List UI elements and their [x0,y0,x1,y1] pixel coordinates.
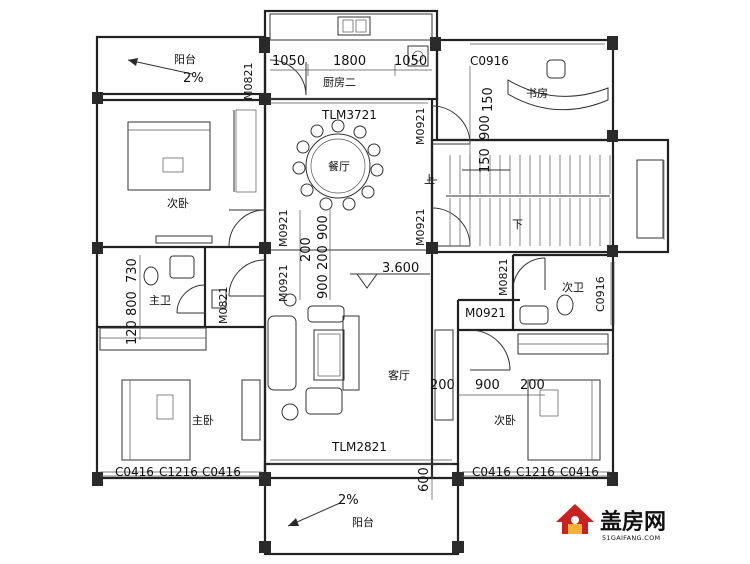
dim-800: 800 [125,291,140,316]
room-bedroom-right: 次卧 [494,413,516,427]
dim-150-stair: 150 [478,148,493,173]
living-sofa [267,293,454,421]
code-tlm2821: TLM2821 [331,440,387,454]
code-c0916-study: C0916 [470,54,509,68]
dim-900-b: 900 [316,274,331,299]
room-kitchen: 厨房二 [323,76,356,89]
master-bed [99,327,261,461]
code-c1216-right: C1216 [516,465,555,479]
dim-600: 600 [417,467,432,492]
dim-900-a: 900 [316,215,331,240]
room-balcony-top: 阳台 [174,52,196,66]
code-c1216-left: C1216 [159,465,198,479]
dim-200-b: 200 [316,245,331,270]
elevation-label: 3.600 [382,261,419,276]
dim-200-a: 200 [299,237,314,262]
room-labels: 阳台 厨房二 书房 餐厅 次卧 主卫 客厅 主卧 次卫 次卧 阳台 上 下 [149,52,584,529]
room-bath-right: 次卫 [562,280,584,294]
dim-120: 120 [125,320,140,345]
master-bath-fixtures [143,255,227,309]
code-m0921-study: M0921 [414,108,427,146]
dimension-labels: 1050 1800 1050 3.600 200 900 200 150 900… [125,54,545,492]
code-m0821-master: M0821 [217,287,230,325]
inner-walls [97,98,613,478]
code-c0416-left-1: C0416 [115,465,154,479]
code-c0416-left-2: C0416 [202,465,241,479]
room-study: 书房 [526,87,548,100]
stair-down-label: 下 [512,218,523,231]
windows [100,43,665,477]
dining-table [292,119,384,211]
room-dining: 餐厅 [328,159,350,173]
dim-900-h: 900 [475,378,500,393]
code-m0821-top: M0821 [242,63,255,101]
study-desk [507,59,609,111]
bath-right-fixtures [519,294,574,325]
dim-150-top: 150 [481,87,496,112]
bed-left [127,109,257,244]
dim-730: 730 [125,258,140,283]
site-logo: 盖房网 51GAIFANG.COM [556,504,666,542]
room-master-bedroom: 主卧 [192,414,214,427]
dim-kitchen-left: 1050 [272,54,305,69]
code-tlm3721: TLM3721 [321,108,377,122]
room-balcony-bottom: 阳台 [352,515,374,529]
dim-kitchen-right: 1050 [394,54,427,69]
slope-bottom: 2% [338,493,359,508]
dim-200-h1: 200 [430,378,455,393]
slope-arrows [127,58,341,527]
room-master-bath: 主卫 [149,294,171,307]
dim-200-h2: 200 [520,378,545,393]
code-m0921-stair: M0921 [414,209,427,247]
dimension-lines [139,64,545,500]
code-c0416-right-2: C0416 [560,465,599,479]
logo-name: 盖房网 [600,509,666,535]
kitchen-counter [269,13,433,67]
slope-top: 2% [183,71,204,86]
code-m0921-right: M0921 [465,306,506,320]
bed-right [517,333,609,461]
code-m0921-dining: M0921 [277,210,290,248]
stair-up-label: 上 [424,173,435,186]
stairs [427,155,664,246]
dim-900-study: 900 [478,115,493,140]
dim-kitchen-mid: 1800 [333,54,366,69]
code-c0916-bath: C0916 [594,276,607,312]
component-codes: C0916 TLM3721 M0921 TLM2821 C0416 C1216 … [115,54,607,479]
code-m0821-right: M0821 [497,259,510,297]
doors [176,59,546,371]
slope-labels: 2% 2% [183,71,359,508]
room-living: 客厅 [388,368,410,382]
code-c0416-right-1: C0416 [472,465,511,479]
code-m0921-living: M0921 [277,265,290,303]
house-icon [556,504,594,534]
room-bedroom-left: 次卧 [167,196,189,210]
logo-url: 51GAIFANG.COM [602,534,660,542]
columns [92,36,618,553]
